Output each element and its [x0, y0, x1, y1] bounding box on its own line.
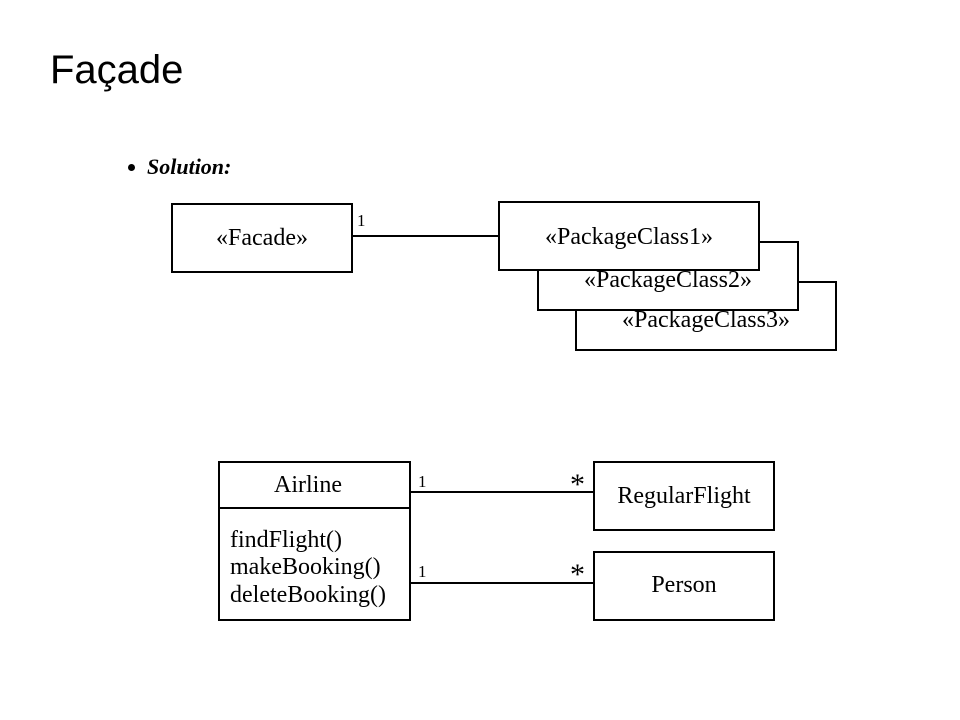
package-class-3-label: «PackageClass3»: [622, 307, 790, 333]
airline-diagram: Airline findFlight() makeBooking() delet…: [218, 461, 775, 621]
airline-regularflight-mult-many: *: [570, 468, 585, 501]
airline-person-mult-one: 1: [418, 562, 427, 581]
airline-regularflight-mult-one: 1: [418, 472, 427, 491]
airline-class-box: [218, 461, 411, 621]
airline-method-make-booking: makeBooking(): [230, 554, 381, 580]
facade-multiplicity: 1: [357, 211, 366, 230]
facade-diagram: «PackageClass3» «PackageClass2» «Package…: [171, 201, 837, 351]
regular-flight-box: [593, 461, 775, 531]
package-class-2-label: «PackageClass2»: [584, 267, 752, 293]
airline-class-name: Airline: [274, 472, 342, 498]
bullet-dot-icon: [128, 163, 135, 171]
airline-person-mult-many: *: [570, 558, 585, 591]
package-class-1-box: [498, 201, 760, 271]
bullet-text: Solution:: [147, 154, 232, 179]
bullet-item: Solution:: [128, 154, 231, 180]
airline-method-find-flight: findFlight(): [230, 527, 342, 553]
airline-method-delete-booking: deleteBooking(): [230, 582, 386, 608]
person-box: [593, 551, 775, 621]
facade-box: [171, 203, 353, 273]
regular-flight-label: RegularFlight: [617, 483, 751, 509]
facade-label: «Facade»: [216, 225, 308, 251]
package-class-1-label: «PackageClass1»: [545, 224, 713, 250]
person-label: Person: [651, 572, 716, 598]
slide-title: Façade: [50, 48, 184, 92]
